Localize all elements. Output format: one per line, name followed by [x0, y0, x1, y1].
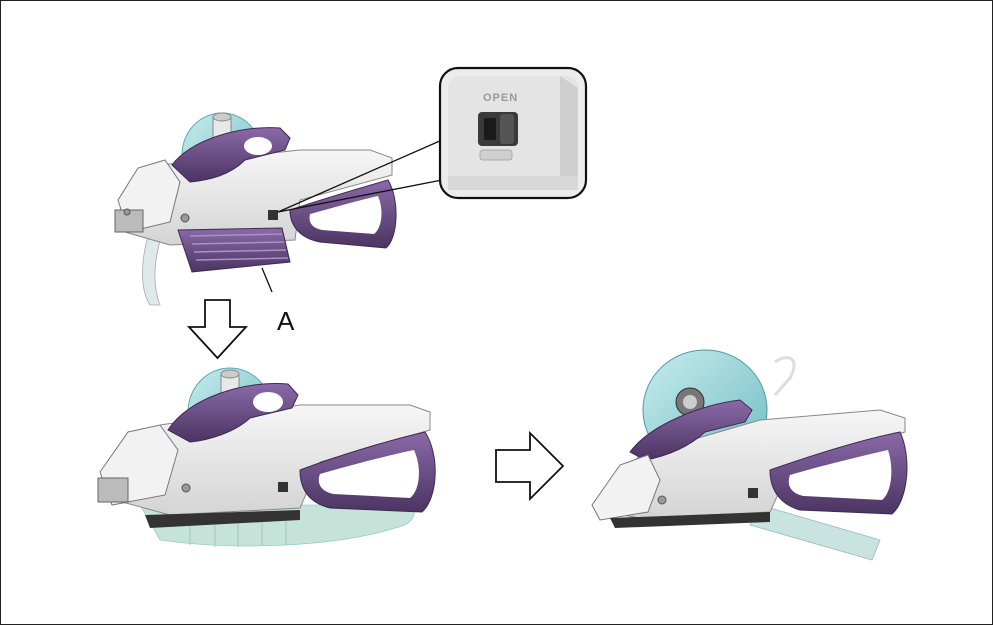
open-marking-text: OPEN [483, 92, 518, 104]
labeler-top-with-tray [115, 113, 396, 305]
callout-line-a [262, 268, 272, 292]
open-button-closeup [440, 68, 586, 198]
labeler-bottom-right [592, 350, 907, 560]
right-arrow-icon [496, 433, 563, 499]
down-arrow-icon [189, 300, 246, 358]
labeler-bottom-left [98, 368, 435, 547]
callout-label-a: A [277, 308, 294, 334]
